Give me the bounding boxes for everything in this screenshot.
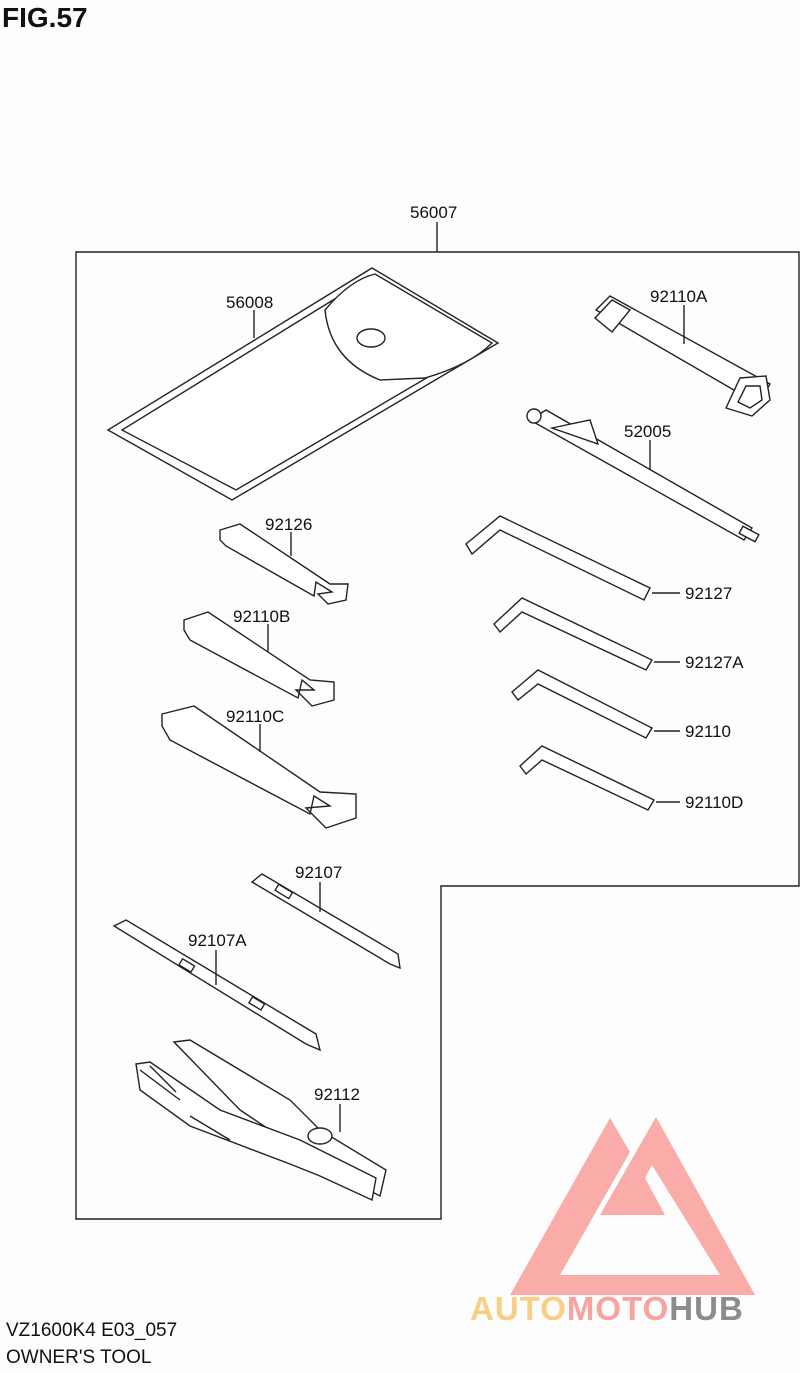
kit-frame xyxy=(75,251,800,1220)
tool-bag[interactable] xyxy=(106,267,500,501)
hex-key-92127[interactable] xyxy=(465,515,680,601)
part-label-92127: 92127 xyxy=(685,584,732,603)
hex-key-92110[interactable] xyxy=(511,669,680,739)
watermark-text: AUTOMOTOHUB xyxy=(470,1290,744,1328)
part-label-92107a: 92107A xyxy=(188,931,247,950)
extension-bar[interactable] xyxy=(526,408,760,543)
watermark-hub: HUB xyxy=(669,1290,744,1327)
watermark-moto: MOTO xyxy=(566,1290,670,1327)
section-name: OWNER'S TOOL xyxy=(6,1347,152,1368)
screwdriver-92107a[interactable] xyxy=(112,919,322,1052)
part-label-92127a: 92127A xyxy=(685,653,744,672)
hex-key-92127a[interactable] xyxy=(493,597,680,671)
hex-key-92110d[interactable] xyxy=(519,745,680,811)
part-label-92110c: 92110C xyxy=(226,707,284,726)
part-label-92126: 92126 xyxy=(265,515,312,534)
watermark-auto: AUTO xyxy=(470,1290,567,1327)
wrench-92110c[interactable] xyxy=(161,705,357,829)
part-label-92110a: 92110A xyxy=(650,287,708,306)
part-label-92110d: 92110D xyxy=(685,793,743,812)
part-label-92112: 92112 xyxy=(314,1085,360,1104)
wrench-92126[interactable] xyxy=(219,523,349,605)
screwdriver-bit-92107[interactable] xyxy=(250,873,401,970)
wrench-92110b[interactable] xyxy=(183,611,335,707)
figure-title: FIG.57 xyxy=(2,2,88,33)
part-label-92107: 92107 xyxy=(295,863,342,882)
part-label-56007: 56007 xyxy=(410,203,457,222)
part-label-92110: 92110 xyxy=(685,722,731,741)
part-label-92110b: 92110B xyxy=(233,607,290,626)
watermark-logo xyxy=(510,1117,755,1295)
model-code: VZ1600K4 E03_057 xyxy=(6,1320,178,1341)
box-spanner[interactable] xyxy=(593,295,771,417)
part-label-52005: 52005 xyxy=(624,422,671,441)
part-label-56008: 56008 xyxy=(226,293,273,312)
pliers[interactable] xyxy=(135,1039,387,1202)
